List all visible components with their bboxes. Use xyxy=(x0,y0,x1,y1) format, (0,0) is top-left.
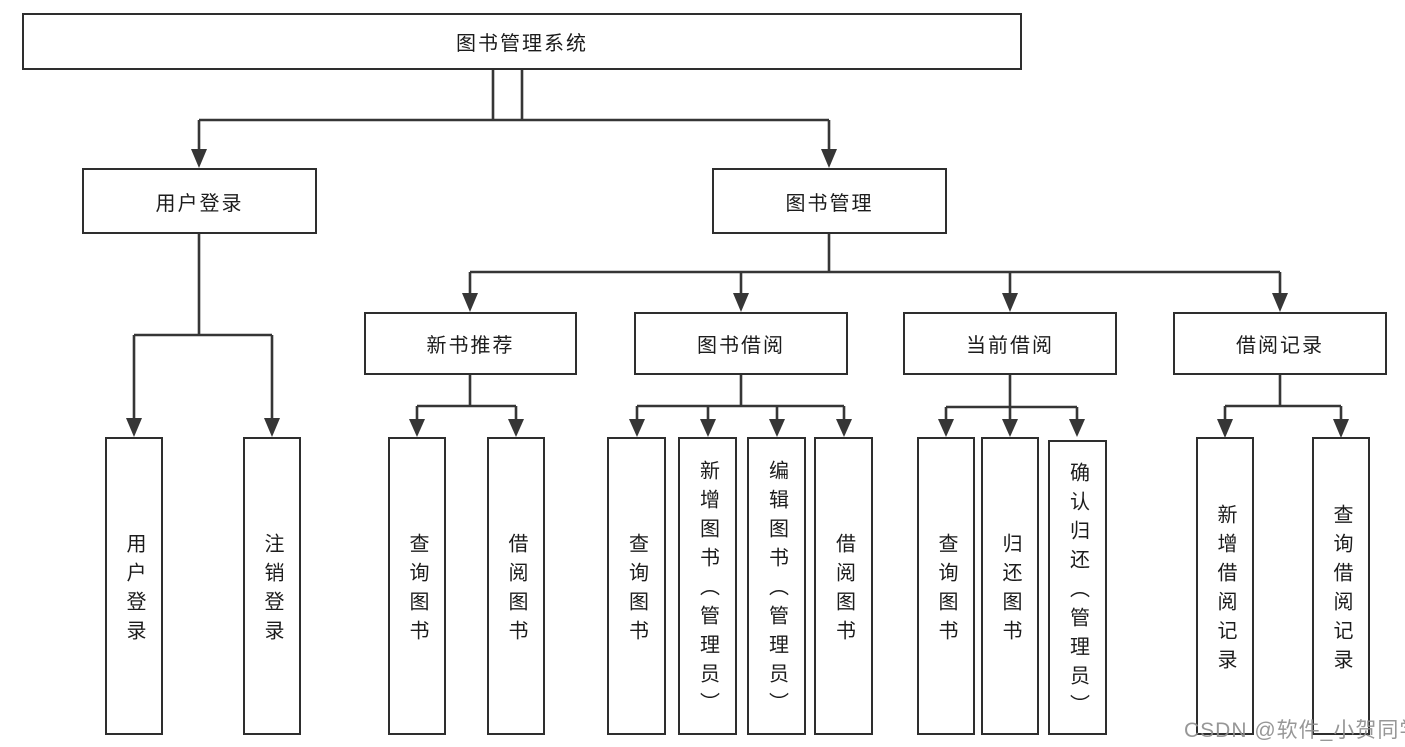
node-book-borrow: 图书借阅 xyxy=(634,312,848,375)
connector-book-borrow-children xyxy=(635,375,846,421)
leaf-return-book: 归还图书 xyxy=(981,437,1039,735)
arrowhead-login-leaf xyxy=(126,418,142,437)
leaf-confirm-return-admin: 确认归还（管理员） xyxy=(1048,440,1107,735)
node-current-borrow: 当前借阅 xyxy=(903,312,1117,375)
arrowhead-borrow-book-1 xyxy=(508,419,524,437)
leaf-borrow-book-1: 借阅图书 xyxy=(487,437,545,735)
node-user-login: 用户登录 xyxy=(82,168,317,234)
leaf-user-login: 用户登录 xyxy=(105,437,163,735)
arrowhead-borrow-record xyxy=(1272,293,1288,312)
arrowhead-current-borrow xyxy=(1002,293,1018,312)
arrowhead-borrow-book-2 xyxy=(836,419,852,437)
node-new-book-recommend: 新书推荐 xyxy=(364,312,577,375)
arrowhead-return-book xyxy=(1002,419,1018,437)
arrowhead-user-login xyxy=(191,149,207,168)
connector-new-book-children xyxy=(415,375,518,421)
arrowhead-book-borrow xyxy=(733,293,749,312)
leaf-edit-book-admin: 编辑图书（管理员） xyxy=(747,437,806,735)
node-borrow-records: 借阅记录 xyxy=(1173,312,1387,375)
node-book-management: 图书管理 xyxy=(712,168,947,234)
leaf-logout: 注销登录 xyxy=(243,437,301,735)
leaf-query-book-3: 查询图书 xyxy=(917,437,975,735)
arrowhead-query-book-2 xyxy=(629,419,645,437)
csdn-watermark: CSDN @软件_小贺同学 xyxy=(1184,719,1405,742)
node-root: 图书管理系统 xyxy=(22,13,1022,70)
connector-borrow-record-children xyxy=(1223,375,1343,421)
connector-user-login-children xyxy=(132,234,274,420)
arrowhead-edit-book xyxy=(769,419,785,437)
leaf-add-borrow-record: 新增借阅记录 xyxy=(1196,437,1254,735)
leaf-query-book-1: 查询图书 xyxy=(388,437,446,735)
arrowhead-add-record xyxy=(1217,419,1233,438)
leaf-query-book-2: 查询图书 xyxy=(607,437,666,735)
connector-current-borrow-children xyxy=(944,375,1079,421)
leaf-borrow-book-2: 借阅图书 xyxy=(814,437,873,735)
arrowhead-query-book-1 xyxy=(409,419,425,437)
arrowhead-query-book-3 xyxy=(938,419,954,437)
arrowhead-query-record xyxy=(1333,419,1349,438)
arrowhead-confirm-return xyxy=(1069,419,1085,437)
arrowhead-add-book xyxy=(700,419,716,437)
leaf-query-borrow-record: 查询借阅记录 xyxy=(1312,437,1370,735)
arrowhead-logout-leaf xyxy=(264,418,280,437)
connector-root-to-level1 xyxy=(197,66,831,151)
arrowhead-book-management xyxy=(821,149,837,168)
leaf-add-book-admin: 新增图书（管理员） xyxy=(678,437,737,735)
arrowhead-new-book xyxy=(462,293,478,312)
connector-book-management-children xyxy=(468,234,1282,294)
